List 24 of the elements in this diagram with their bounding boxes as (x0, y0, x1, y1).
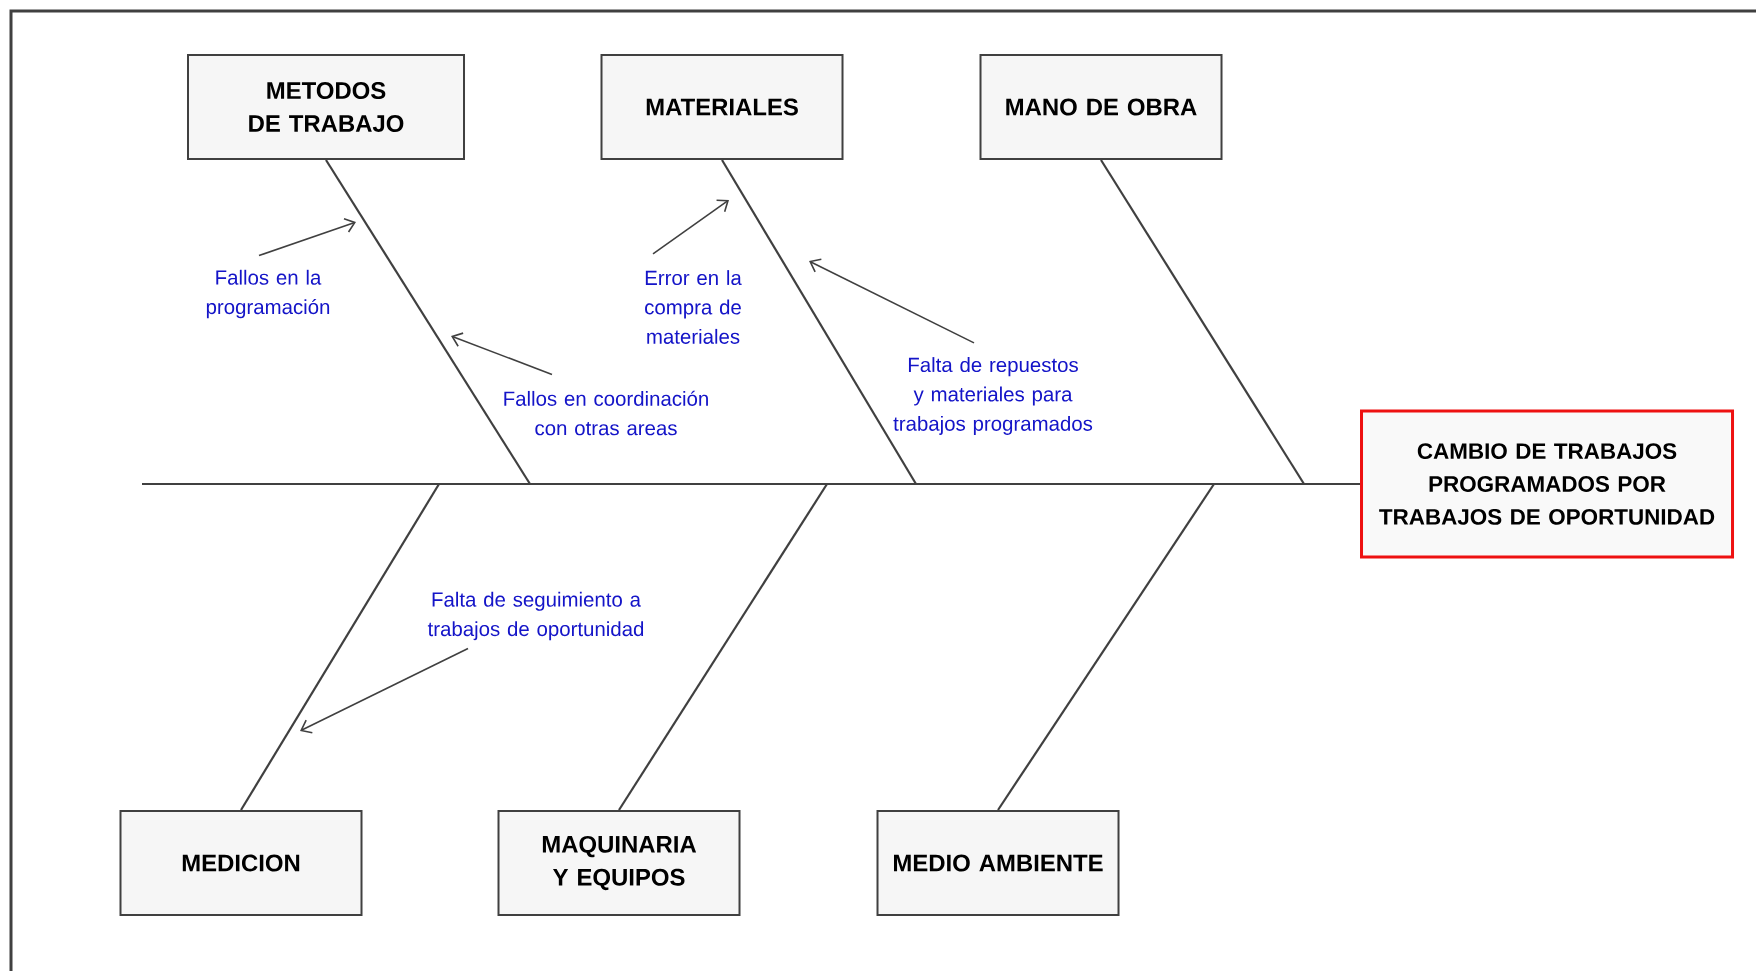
category-box: MANO DE OBRA (979, 54, 1223, 160)
category-box: MEDICION (119, 810, 363, 916)
bone-line (618, 483, 828, 811)
cause-label: Falta de repuestos y materiales para trabajos programados (893, 357, 1093, 435)
effect-box: CAMBIO DE TRABAJOS PROGRAMADOS POR TRABAJOS DE OPORTUNIDAD (1360, 409, 1734, 559)
leader-arrow (300, 647, 469, 734)
leader-arrow (451, 332, 553, 376)
leader-arrow (652, 199, 729, 255)
leader-arrow (258, 217, 356, 257)
bone-line (721, 159, 917, 485)
bone-line (325, 159, 531, 485)
bone-line (997, 483, 1215, 811)
category-box: METODOS DE TRABAJO (187, 54, 465, 160)
cause-label: Falta de seguimiento a trabajos de oportunidad (427, 591, 644, 641)
spine-line (142, 482, 1360, 486)
category-box: MEDIO AMBIENTE (876, 810, 1120, 916)
leader-arrow (809, 258, 975, 344)
cause-label: Fallos en la programación (206, 269, 330, 319)
bone-line (1100, 159, 1305, 485)
category-box: MATERIALES (600, 54, 844, 160)
bone-line (240, 483, 440, 811)
category-box: MAQUINARIA Y EQUIPOS (497, 810, 741, 916)
cause-label: Fallos en coordinación con otras areas (504, 390, 708, 436)
cause-label: Error en la compra de materiales (645, 270, 742, 344)
